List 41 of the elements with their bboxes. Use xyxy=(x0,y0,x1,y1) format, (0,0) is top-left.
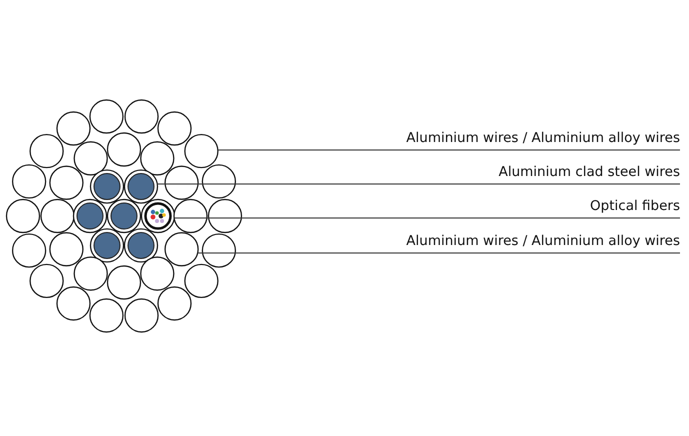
aluminium-wire xyxy=(124,298,159,333)
part-label: Aluminium wires / Aluminium alloy wires xyxy=(406,130,680,150)
aluminium-wire xyxy=(89,99,124,134)
steel-wire xyxy=(72,198,108,234)
aluminium-wire xyxy=(164,232,199,266)
aluminium-wire xyxy=(202,233,236,268)
aluminium-wire xyxy=(124,99,159,134)
aluminium-wire xyxy=(164,166,199,200)
part-label: Aluminium wires / Aluminium alloy wires xyxy=(406,233,680,253)
steel-wire xyxy=(106,198,142,234)
part-label: Optical fibers xyxy=(590,198,680,218)
part-label: Aluminium clad steel wires xyxy=(498,164,680,184)
aluminium-wire xyxy=(140,141,174,176)
aluminium-wire xyxy=(184,264,218,298)
steel-wire xyxy=(90,228,124,263)
aluminium-wire xyxy=(12,164,46,199)
optical-fiber-unit xyxy=(140,198,176,234)
steel-wire xyxy=(124,169,158,204)
aluminium-wire xyxy=(106,265,142,300)
aluminium-wire xyxy=(106,132,142,167)
aluminium-wire xyxy=(30,134,64,168)
aluminium-wire xyxy=(56,111,91,146)
aluminium-wire xyxy=(173,198,208,234)
aluminium-wire xyxy=(74,256,108,291)
aluminium-wire xyxy=(202,164,236,199)
aluminium-wire xyxy=(89,298,124,333)
steel-wire xyxy=(124,228,158,263)
aluminium-wire xyxy=(208,198,242,234)
aluminium-wire xyxy=(40,198,75,234)
aluminium-wire xyxy=(49,232,84,266)
aluminium-wire xyxy=(49,166,84,200)
aluminium-wire xyxy=(157,286,192,321)
aluminium-wire xyxy=(12,233,46,268)
aluminium-wire xyxy=(30,264,64,298)
aluminium-wire xyxy=(56,286,91,321)
aluminium-wire xyxy=(140,256,174,291)
aluminium-wire xyxy=(74,141,108,176)
aluminium-wire xyxy=(184,134,218,168)
aluminium-wire xyxy=(6,198,40,234)
aluminium-wire xyxy=(157,111,192,146)
steel-wire xyxy=(90,169,124,204)
